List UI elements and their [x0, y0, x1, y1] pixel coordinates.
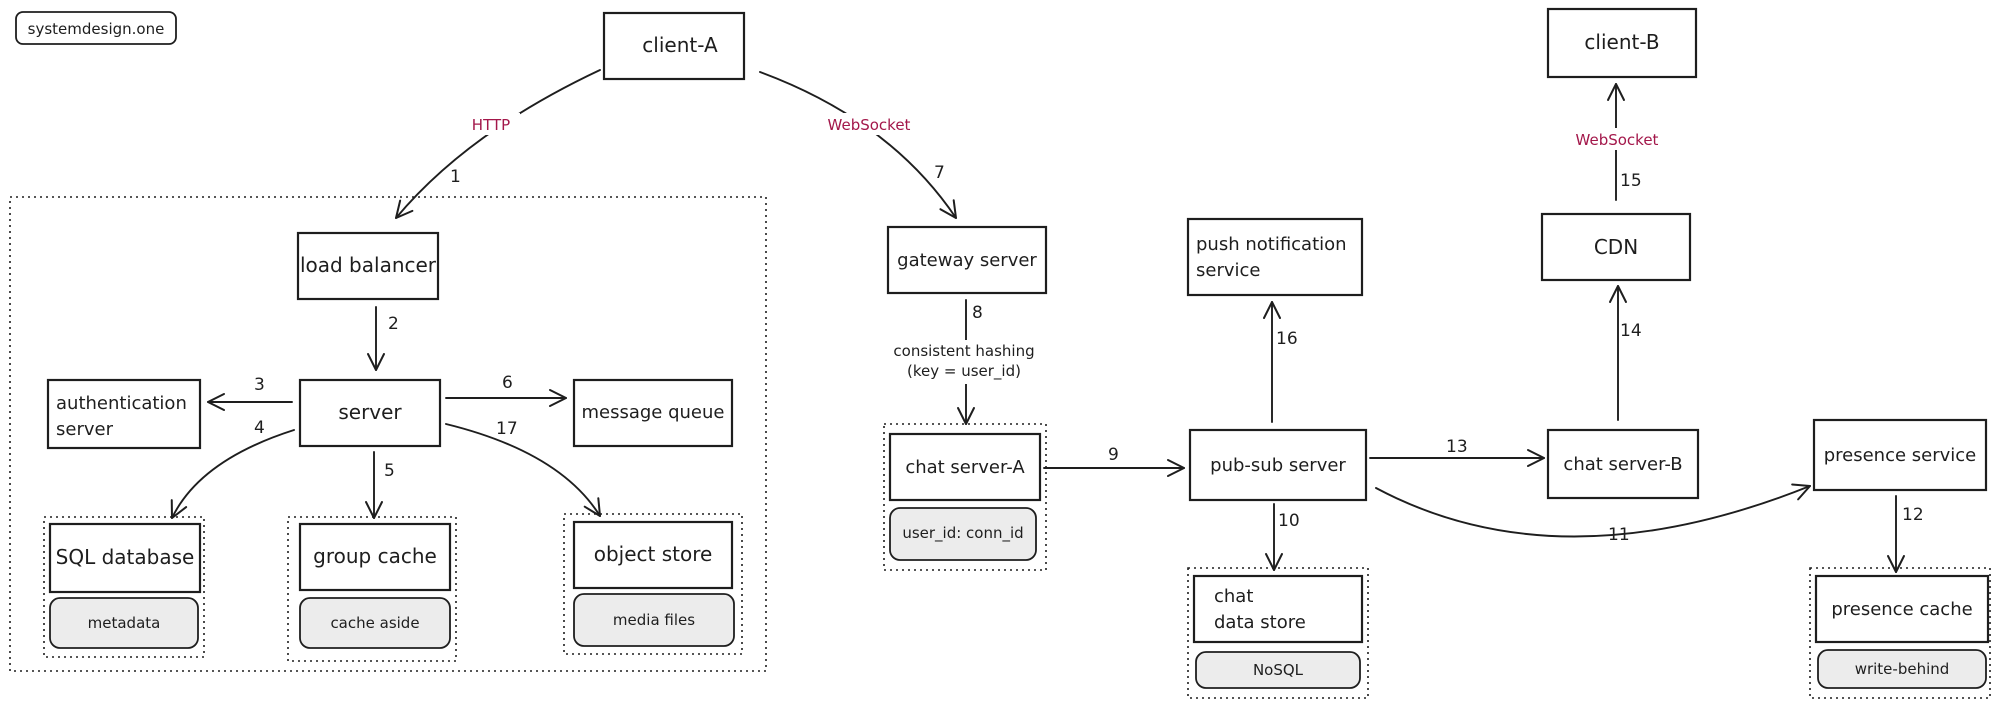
http-label-bg [462, 113, 520, 135]
server-node[interactable]: server [298, 378, 442, 448]
push-notification-label-line1: push notification [1196, 234, 1347, 255]
load-balancer-node[interactable]: load balancer [296, 231, 440, 301]
object-store-label: object store [594, 542, 713, 566]
step-14-label: 14 [1620, 321, 1642, 341]
step-12-label: 12 [1902, 505, 1924, 525]
step-17-label: 17 [496, 419, 518, 439]
authentication-server-node[interactable]: authentication server [46, 378, 202, 450]
chat-data-store-note-label: NoSQL [1253, 661, 1304, 679]
brand-badge: systemdesign.one [15, 11, 177, 45]
hashing-annotation-line2: (key = user_id) [907, 362, 1021, 381]
chat-server-a-label: chat server-A [905, 457, 1025, 478]
sql-database-note: metadata [49, 597, 199, 649]
group-cache-note-label: cache aside [330, 614, 419, 632]
websocket-b-label-bg [1572, 128, 1662, 150]
edge-server-to-sql-database [170, 429, 295, 519]
edge-pubsub-to-presence-service [1375, 483, 1811, 538]
step-10-label: 10 [1278, 511, 1300, 531]
websocket-a-protocol-label: WebSocket [828, 116, 911, 134]
message-queue-label: message queue [581, 402, 724, 423]
chat-server-a-node[interactable]: chat server-A [888, 432, 1042, 502]
step-16-label: 16 [1276, 329, 1298, 349]
gateway-server-node[interactable]: gateway server [886, 225, 1048, 295]
sql-database-label: SQL database [56, 545, 195, 569]
edge-client-a-to-load-balancer [395, 69, 601, 219]
edge-client-a-to-gateway-server [759, 71, 957, 219]
client-b-node[interactable]: client-B [1546, 7, 1698, 79]
group-cache-note: cache aside [299, 597, 451, 649]
step-5-label: 5 [384, 461, 395, 481]
authentication-server-label-line1: authentication [56, 393, 187, 414]
presence-cache-label: presence cache [1831, 599, 1972, 620]
chat-server-b-node[interactable]: chat server-B [1546, 428, 1700, 500]
step-13-label: 13 [1446, 437, 1468, 457]
chat-server-a-group [883, 423, 1047, 571]
pubsub-server-node[interactable]: pub-sub server [1188, 428, 1368, 502]
http-protocol-label: HTTP [472, 116, 510, 134]
object-store-node[interactable]: object store [572, 520, 734, 590]
edge-server-to-object-store [445, 423, 601, 517]
hashing-label-bg [886, 340, 1042, 384]
backend-region [9, 196, 767, 672]
websocket-b-protocol-label: WebSocket [1576, 131, 1659, 149]
server-label: server [338, 400, 402, 424]
chat-server-a-note-label: user_id: conn_id [902, 524, 1023, 543]
chat-data-store-node[interactable]: chat data store [1192, 574, 1364, 644]
brand-label: systemdesign.one [28, 20, 165, 38]
websocket-a-label-bg [824, 113, 914, 135]
cdn-node[interactable]: CDN [1540, 212, 1692, 282]
step-11-label: 11 [1608, 525, 1630, 545]
push-notification-node[interactable]: push notification service [1186, 217, 1364, 297]
chat-data-store-label-line2: data store [1214, 612, 1306, 633]
step-8-label: 8 [972, 303, 983, 323]
message-queue-node[interactable]: message queue [572, 378, 734, 448]
step-6-label: 6 [502, 373, 513, 393]
step-15-label: 15 [1620, 171, 1642, 191]
chat-server-a-note: user_id: conn_id [889, 507, 1037, 561]
cdn-label: CDN [1594, 235, 1638, 259]
group-cache-label: group cache [313, 544, 437, 568]
chat-server-b-label: chat server-B [1563, 454, 1682, 475]
pubsub-server-label: pub-sub server [1210, 455, 1346, 476]
chat-data-store-note: NoSQL [1195, 651, 1361, 689]
step-9-label: 9 [1108, 445, 1119, 465]
sql-database-node[interactable]: SQL database [48, 522, 202, 594]
presence-service-label: presence service [1824, 445, 1977, 466]
chat-data-store-label-line1: chat [1214, 586, 1253, 607]
step-3-label: 3 [254, 375, 265, 395]
presence-cache-note: write-behind [1817, 649, 1987, 689]
sql-database-group [43, 516, 205, 658]
presence-cache-note-label: write-behind [1855, 660, 1950, 678]
step-7-label: 7 [934, 163, 945, 183]
presence-cache-node[interactable]: presence cache [1814, 574, 1990, 644]
step-4-label: 4 [254, 418, 265, 438]
client-a-label: client-A [642, 33, 718, 57]
gateway-server-label: gateway server [897, 250, 1037, 271]
authentication-server-label-line2: server [56, 419, 114, 440]
object-store-note-label: media files [613, 611, 695, 629]
step-1-label: 1 [450, 167, 461, 187]
object-store-note: media files [573, 593, 735, 647]
hashing-annotation-line1: consistent hashing [893, 342, 1034, 360]
push-notification-label-line2: service [1196, 260, 1260, 281]
group-cache-node[interactable]: group cache [298, 522, 452, 592]
client-b-label: client-B [1584, 30, 1659, 54]
step-2-label: 2 [388, 314, 399, 334]
load-balancer-label: load balancer [300, 253, 437, 277]
object-store-group [563, 513, 743, 655]
client-a-node[interactable]: client-A [602, 11, 746, 81]
presence-service-node[interactable]: presence service [1812, 418, 1988, 492]
sql-database-note-label: metadata [88, 614, 161, 632]
